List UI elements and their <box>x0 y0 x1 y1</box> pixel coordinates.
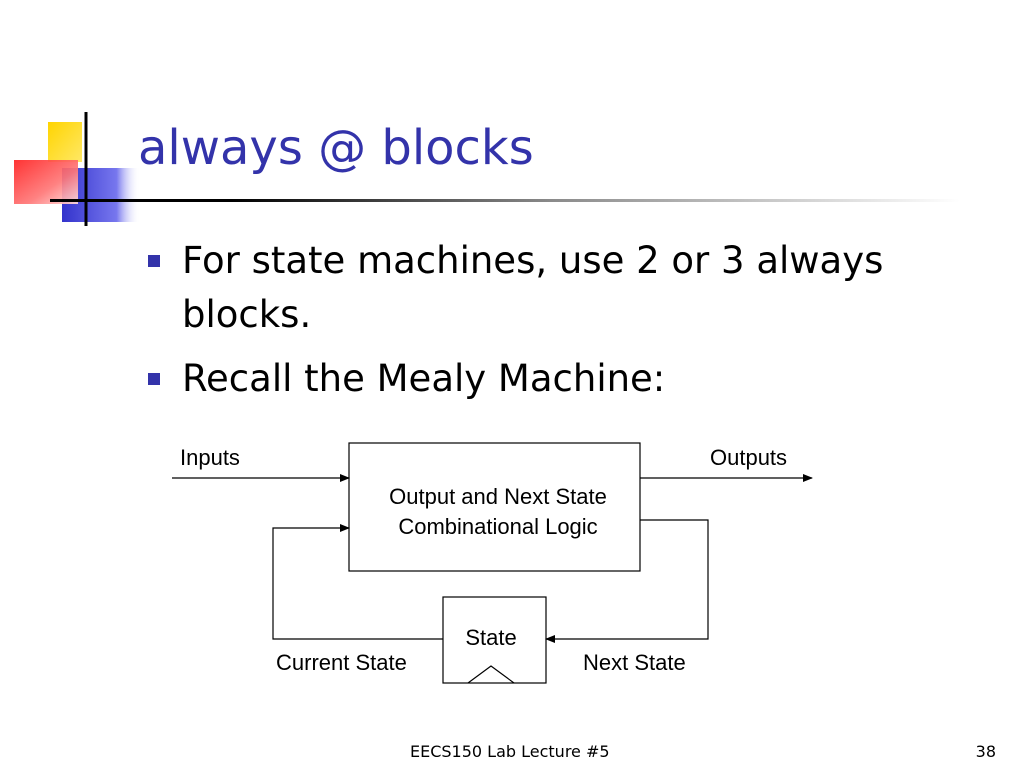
title-divider <box>50 199 960 202</box>
current-state-label: Current State <box>276 650 407 675</box>
bullet-item: For state machines, use 2 or 3 always bl… <box>144 234 964 342</box>
current-state-feedback-arrow <box>272 524 443 640</box>
logo-red-square <box>14 160 78 204</box>
bullet-list: For state machines, use 2 or 3 always bl… <box>144 234 964 416</box>
bullet-square-icon <box>148 255 160 267</box>
page-number: 38 <box>975 742 996 761</box>
logic-label-line2: Combinational Logic <box>398 514 597 539</box>
footer-lecture-label: EECS150 Lab Lecture #5 <box>410 742 610 761</box>
outputs-label: Outputs <box>710 445 787 470</box>
state-label: State <box>465 625 516 650</box>
inputs-label: Inputs <box>180 445 240 470</box>
clock-symbol-icon <box>467 665 515 684</box>
decorative-logo <box>14 112 140 226</box>
next-state-feedback-arrow <box>545 519 709 643</box>
mealy-machine-diagram: Output and Next State Combinational Logi… <box>172 442 813 684</box>
bullet-text: For state machines, use 2 or 3 always bl… <box>182 239 884 336</box>
next-state-label: Next State <box>583 650 686 675</box>
slide-title: always @ blocks <box>138 120 534 176</box>
bullet-text: Recall the Mealy Machine: <box>182 357 666 400</box>
bullet-item: Recall the Mealy Machine: <box>144 352 964 406</box>
logic-label-line1: Output and Next State <box>389 484 607 509</box>
logo-yellow-square <box>48 122 82 162</box>
bullet-square-icon <box>148 373 160 385</box>
combinational-logic-box <box>348 442 641 572</box>
